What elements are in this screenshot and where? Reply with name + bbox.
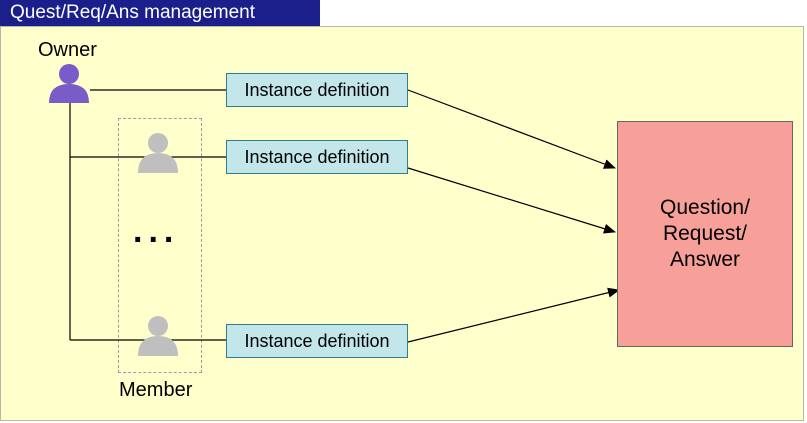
owner-person-icon — [49, 64, 89, 103]
instance-definition-box-3: Instance definition — [226, 324, 408, 358]
target-label: Question/ Request/ Answer — [660, 196, 750, 271]
instance-3-arrow — [407, 287, 620, 343]
page-title: Quest/Req/Ans management — [0, 0, 320, 26]
instance-2-arrow — [407, 167, 616, 234]
instance-1-arrow — [407, 89, 616, 169]
member-group-frame — [118, 118, 202, 373]
member-2-person-icon — [138, 316, 178, 356]
member-1-person-icon — [138, 133, 178, 173]
owner-label: Owner — [38, 39, 97, 61]
instance-definition-box-2: Instance definition — [226, 140, 408, 174]
instance-definition-box-1: Instance definition — [226, 73, 408, 107]
member-ellipsis: ... — [133, 212, 180, 250]
member-label: Member — [119, 379, 193, 401]
question-request-answer-box: Question/ Request/ Answer — [617, 121, 793, 347]
